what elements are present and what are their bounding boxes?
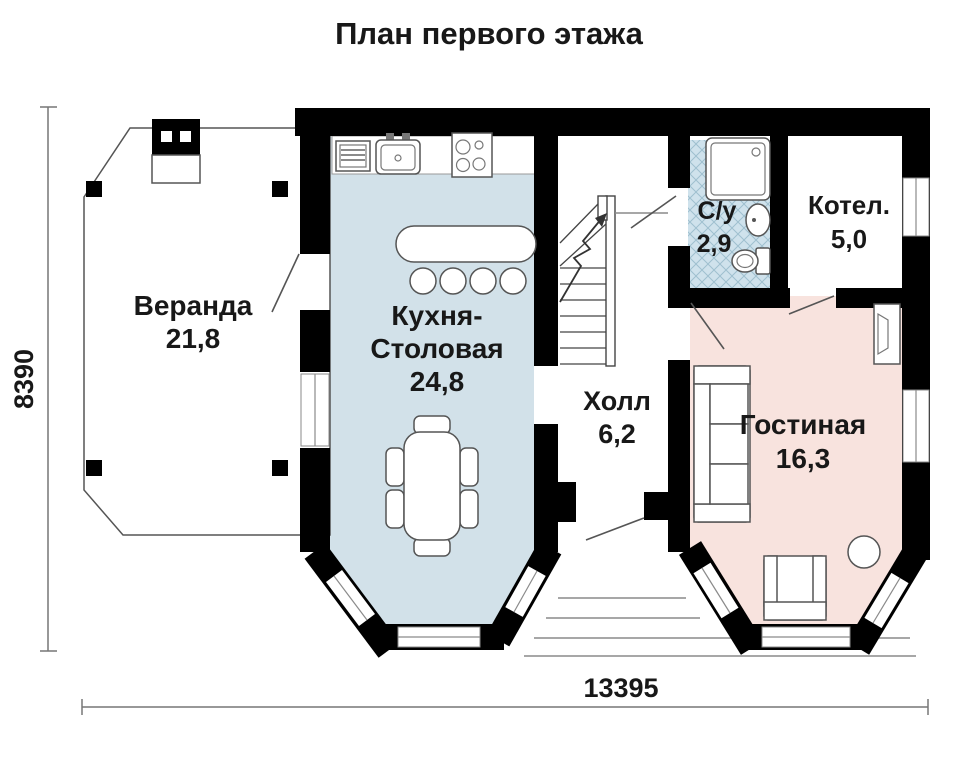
- kitchen-furniture: [385, 225, 537, 557]
- bar-stool-icon: [439, 267, 467, 295]
- tv-icon: [873, 303, 901, 365]
- wall: [668, 360, 690, 520]
- kitchen-appliances: [335, 132, 493, 178]
- wall: [644, 492, 690, 520]
- toilet-icon: [731, 247, 771, 275]
- wall: [300, 448, 330, 552]
- wall-post: [272, 181, 288, 197]
- sink-icon: [375, 133, 421, 175]
- dimension-horizontal: 13395: [81, 673, 929, 715]
- boiler-area: 5,0: [831, 224, 867, 254]
- chimney-icon: [151, 119, 201, 184]
- veranda-label: Веранда: [134, 290, 253, 321]
- hall-label: Холл: [583, 386, 651, 416]
- bathroom-label: С/у: [698, 197, 737, 225]
- dining-table-icon: [403, 431, 461, 541]
- hall-area: 6,2: [598, 419, 636, 449]
- chair-icon: [459, 489, 479, 529]
- bar-stool-icon: [469, 267, 497, 295]
- walls: [295, 108, 930, 658]
- dimension-depth-value: 8390: [9, 349, 39, 409]
- chair-icon: [385, 447, 405, 487]
- bar-stool-icon: [409, 267, 437, 295]
- wall: [300, 310, 330, 372]
- dimension-vertical: 8390: [9, 106, 57, 652]
- windows: [300, 177, 930, 648]
- kitchen-label-1: Кухня-: [391, 300, 482, 331]
- washbasin-icon: [745, 203, 771, 237]
- page-title: План первого этажа: [335, 16, 644, 51]
- bar-stool-icon: [499, 267, 527, 295]
- coffee-table-icon: [847, 535, 881, 569]
- chair-icon: [459, 447, 479, 487]
- wall-post: [272, 460, 288, 476]
- stair-railing: [605, 195, 616, 367]
- door-swing: [690, 302, 725, 350]
- stair-arrow-icon: [559, 213, 607, 303]
- bathroom-area: 2,9: [697, 230, 732, 258]
- wall: [548, 482, 576, 522]
- chair-icon: [385, 489, 405, 529]
- wall-post: [86, 181, 102, 197]
- door-swing: [630, 195, 677, 229]
- door-swing: [585, 517, 645, 541]
- kitchen-area: 24,8: [410, 366, 465, 397]
- wall: [668, 136, 690, 188]
- door-swing: [788, 295, 835, 315]
- armchair-icon: [763, 555, 827, 621]
- living-furniture: [693, 303, 901, 621]
- room-labels: Веранда 21,8 Кухня- Столовая 24,8 Холл 6…: [134, 190, 890, 474]
- dimension-width-value: 13395: [583, 673, 658, 703]
- bathroom-fixtures: [705, 137, 771, 275]
- living-area: 16,3: [776, 443, 831, 474]
- sofa-icon: [693, 365, 751, 523]
- wall: [295, 108, 930, 136]
- dish-drainer-icon: [335, 140, 371, 172]
- bar-counter-icon: [395, 225, 537, 263]
- veranda-area: 21,8: [166, 323, 221, 354]
- shower-icon: [705, 137, 771, 201]
- kitchen-label-2: Столовая: [370, 333, 503, 364]
- wall: [300, 136, 330, 254]
- dining-set: [385, 415, 479, 557]
- doors: [271, 195, 835, 541]
- stove-icon: [451, 132, 493, 178]
- wall-post: [86, 460, 102, 476]
- door-swing: [271, 253, 300, 313]
- staircase: [559, 195, 668, 367]
- boiler-label: Котел.: [808, 190, 890, 220]
- wall: [534, 136, 558, 366]
- living-label: Гостиная: [740, 409, 867, 440]
- wall: [770, 136, 788, 292]
- wall: [668, 288, 790, 308]
